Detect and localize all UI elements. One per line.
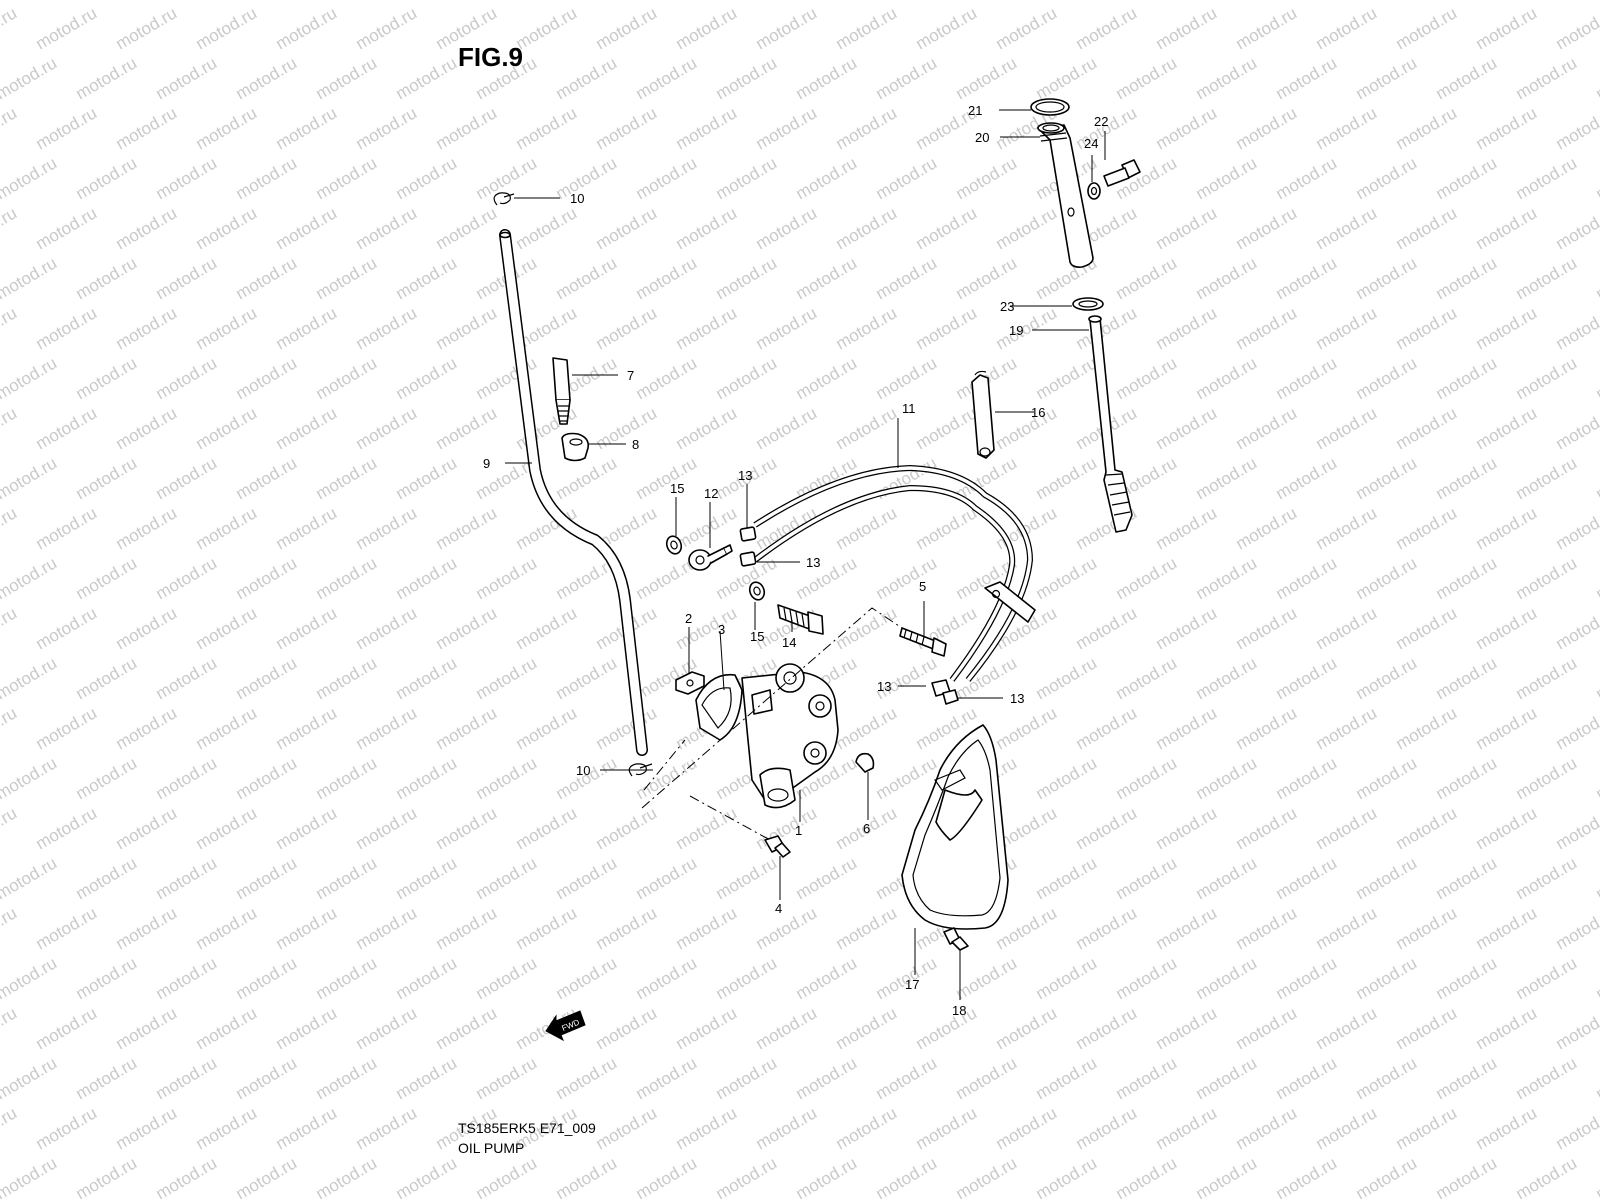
callout-21: 21 xyxy=(968,103,982,118)
callout-14: 14 xyxy=(782,635,796,650)
callout-8: 8 xyxy=(632,437,639,452)
callout-16: 16 xyxy=(1031,405,1045,420)
washer-group-15 xyxy=(665,535,766,601)
callout-20: 20 xyxy=(975,130,989,145)
callout-15-bottom: 15 xyxy=(750,629,764,644)
callout-15-top: 15 xyxy=(670,481,684,496)
washer-23 xyxy=(1072,297,1104,311)
callout-17: 17 xyxy=(905,977,919,992)
callout-5: 5 xyxy=(919,579,926,594)
pump-bolt xyxy=(899,627,947,657)
model-code: TS185ERK5 E71_009 xyxy=(458,1120,596,1136)
callout-4: 4 xyxy=(775,901,782,916)
callout-11: 11 xyxy=(902,401,916,416)
callout-13-mid: 13 xyxy=(806,555,820,570)
bleeder-bolt xyxy=(777,604,824,635)
pipe-bolt xyxy=(552,357,571,425)
callout-10-top: 10 xyxy=(570,191,584,206)
pump-bracket xyxy=(675,671,705,695)
cap xyxy=(855,752,875,773)
housing-bolt xyxy=(1103,159,1141,187)
drive-shaft xyxy=(1088,315,1133,533)
union-bolt xyxy=(688,544,733,571)
callout-19: 19 xyxy=(1009,323,1023,338)
callout-24: 24 xyxy=(1084,136,1098,151)
oil-pipe-assembly xyxy=(753,464,1036,682)
washer-24 xyxy=(1087,182,1101,200)
callout-18: 18 xyxy=(952,1003,966,1018)
assembly-name: OIL PUMP xyxy=(458,1140,525,1156)
callout-3: 3 xyxy=(718,622,725,637)
callout-22: 22 xyxy=(1094,114,1108,129)
callout-7: 7 xyxy=(627,368,634,383)
forward-direction-arrow: FWD xyxy=(545,1010,586,1042)
pump-cover xyxy=(901,724,1009,930)
oil-pump-body xyxy=(695,663,839,809)
callout-2: 2 xyxy=(685,611,692,626)
callout-13-right: 13 xyxy=(1010,691,1024,706)
nut xyxy=(561,432,590,462)
cover-screw xyxy=(943,927,969,951)
callout-12: 12 xyxy=(704,486,718,501)
figure-title: FIG.9 xyxy=(458,42,524,72)
leader-lines xyxy=(505,109,1106,1000)
o-ring xyxy=(1030,98,1070,116)
oil-hose xyxy=(499,229,648,756)
hose-clip-top xyxy=(493,192,515,206)
callout-1: 1 xyxy=(795,823,802,838)
callout-6: 6 xyxy=(863,821,870,836)
callout-10-bottom: 10 xyxy=(576,763,590,778)
callout-13-left: 13 xyxy=(877,679,891,694)
callout-9: 9 xyxy=(483,456,490,471)
pipe-clamp xyxy=(971,370,995,459)
callout-13-top: 13 xyxy=(738,468,752,483)
callout-23: 23 xyxy=(1000,299,1014,314)
